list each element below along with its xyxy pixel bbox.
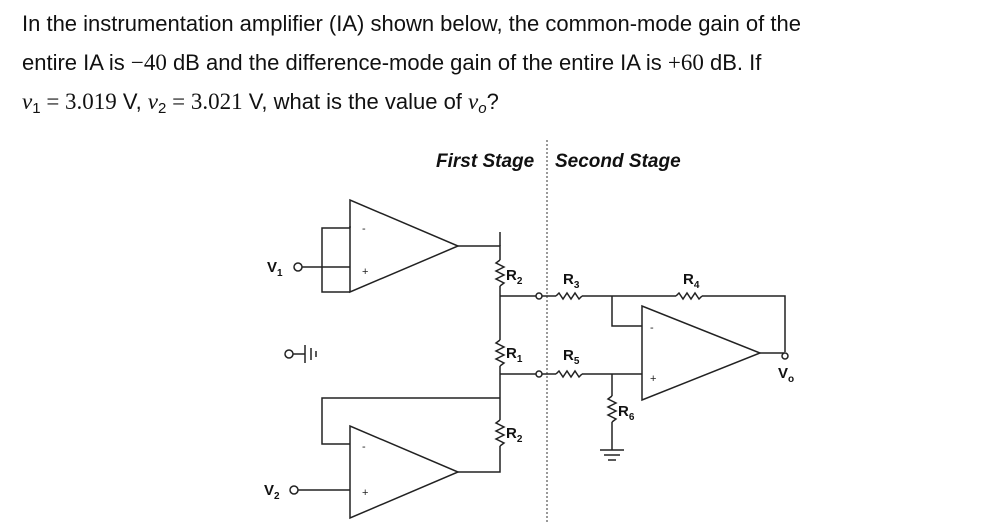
v1-unit: V, bbox=[116, 89, 148, 114]
opamp-2-output-wire bbox=[458, 446, 501, 473]
opamp-1-triangle bbox=[349, 198, 460, 294]
question-text: In the instrumentation amplifier (IA) sh… bbox=[22, 4, 982, 128]
v2-subscript: 2 bbox=[158, 100, 167, 117]
v2-symbol: v bbox=[147, 89, 159, 114]
opamp-1-feedback-left bbox=[321, 227, 350, 293]
r4-zigzag bbox=[675, 291, 703, 301]
r1-label: R1 bbox=[506, 345, 523, 365]
question-line-2: entire IA is −40 dB and the difference-m… bbox=[22, 43, 982, 82]
v2-input-terminal bbox=[289, 485, 299, 495]
second-stage-label: Second Stage bbox=[555, 151, 681, 172]
vo-subscript: o bbox=[478, 100, 487, 117]
r5-label: R5 bbox=[563, 347, 580, 367]
opamp-2-plus: + bbox=[362, 487, 368, 499]
opamp-1-minus: - bbox=[362, 223, 366, 235]
r6-zigzag bbox=[606, 395, 618, 423]
node-bottom-terminal bbox=[535, 370, 543, 378]
vo-output-terminal bbox=[781, 352, 789, 360]
r6-label: R6 bbox=[618, 403, 635, 423]
opamp-2-feedback-wire bbox=[321, 397, 500, 445]
r5-zigzag bbox=[555, 369, 583, 379]
vo-label: Vo bbox=[778, 365, 794, 385]
opamp-1-output-wire bbox=[458, 245, 501, 260]
ground-terminal bbox=[284, 349, 294, 359]
question-text-fragment: dB. If bbox=[703, 50, 762, 75]
r2-top-zigzag bbox=[494, 259, 506, 287]
v2-label: V2 bbox=[264, 482, 280, 502]
first-stage-label: First Stage bbox=[436, 151, 535, 172]
r2-bottom-label: R2 bbox=[506, 425, 523, 445]
opamp-3-plus: + bbox=[650, 373, 656, 385]
v1-value: = 3.019 bbox=[40, 89, 117, 114]
opamp-3-inverting-wire bbox=[611, 296, 642, 327]
opamp-3-triangle bbox=[641, 304, 763, 402]
opamp-2-triangle bbox=[349, 424, 460, 520]
r2-top-label: R2 bbox=[506, 267, 523, 287]
difference-mode-gain-value: +60 bbox=[667, 50, 704, 75]
question-mark: ? bbox=[486, 89, 499, 114]
v1-symbol: v bbox=[22, 89, 33, 114]
v1-input-terminal bbox=[293, 262, 303, 272]
common-mode-gain-value: −40 bbox=[130, 50, 167, 75]
opamp-1-plus: + bbox=[362, 266, 368, 278]
v1-subscript: 1 bbox=[32, 100, 41, 117]
v2-value: = 3.021 bbox=[166, 89, 243, 114]
v2-unit-and-question: V, what is the value of bbox=[242, 89, 469, 114]
r1-zigzag bbox=[494, 339, 506, 367]
question-text-fragment: dB and the difference-mode gain of the e… bbox=[166, 50, 668, 75]
question-text-fragment: entire IA is bbox=[22, 50, 131, 75]
r3-label: R3 bbox=[563, 271, 580, 291]
question-line-3: v1 = 3.019 V, v2 = 3.021 V, what is the … bbox=[22, 82, 982, 128]
r3-zigzag bbox=[555, 291, 583, 301]
v1-label: V1 bbox=[267, 259, 283, 279]
r4-label: R4 bbox=[683, 271, 700, 291]
r4-right-wire bbox=[702, 295, 786, 352]
r2-bottom-zigzag bbox=[494, 419, 506, 447]
opamp-2-minus: - bbox=[362, 441, 366, 453]
node-top-terminal bbox=[535, 292, 543, 300]
opamp-3-minus: - bbox=[650, 322, 654, 334]
vo-symbol: v bbox=[468, 89, 479, 114]
question-line-1: In the instrumentation amplifier (IA) sh… bbox=[22, 11, 801, 36]
